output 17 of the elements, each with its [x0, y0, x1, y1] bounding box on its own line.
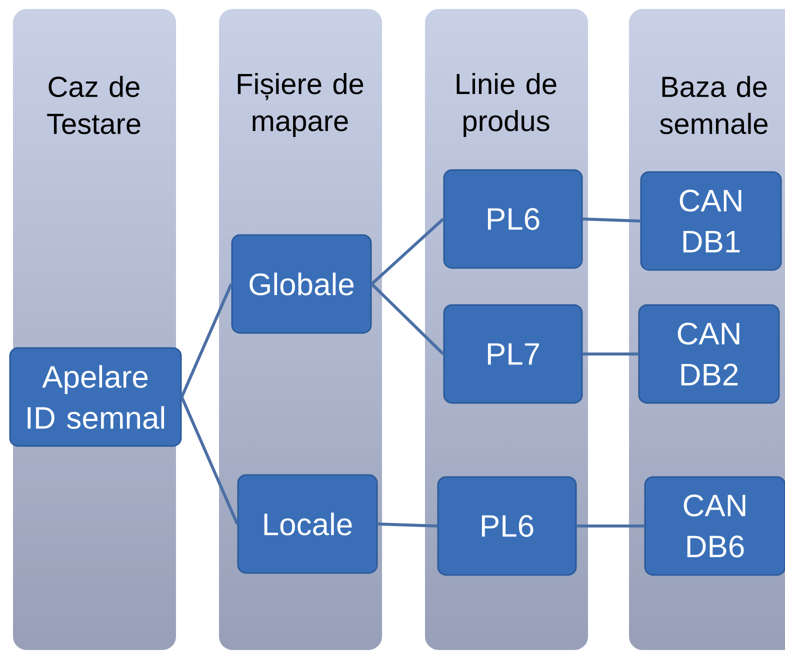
process-box: CAN DB2 — [638, 304, 780, 404]
connector-line — [370, 218, 444, 286]
process-box: Globale — [231, 234, 372, 334]
connector-line — [582, 218, 640, 222]
process-box: PL6 — [443, 169, 583, 269]
process-box: CAN DB1 — [640, 171, 782, 271]
connector-line — [180, 396, 239, 525]
connector-line — [378, 522, 438, 528]
connector-line — [370, 282, 444, 356]
process-box: Locale — [237, 474, 378, 574]
process-box: Apelare ID semnal — [9, 347, 182, 447]
process-box: CAN DB6 — [644, 476, 785, 576]
process-box: PL7 — [443, 304, 583, 404]
connector-line — [576, 524, 644, 528]
connector-line — [180, 283, 233, 398]
process-box: PL6 — [437, 476, 577, 576]
connector-line — [582, 352, 638, 356]
